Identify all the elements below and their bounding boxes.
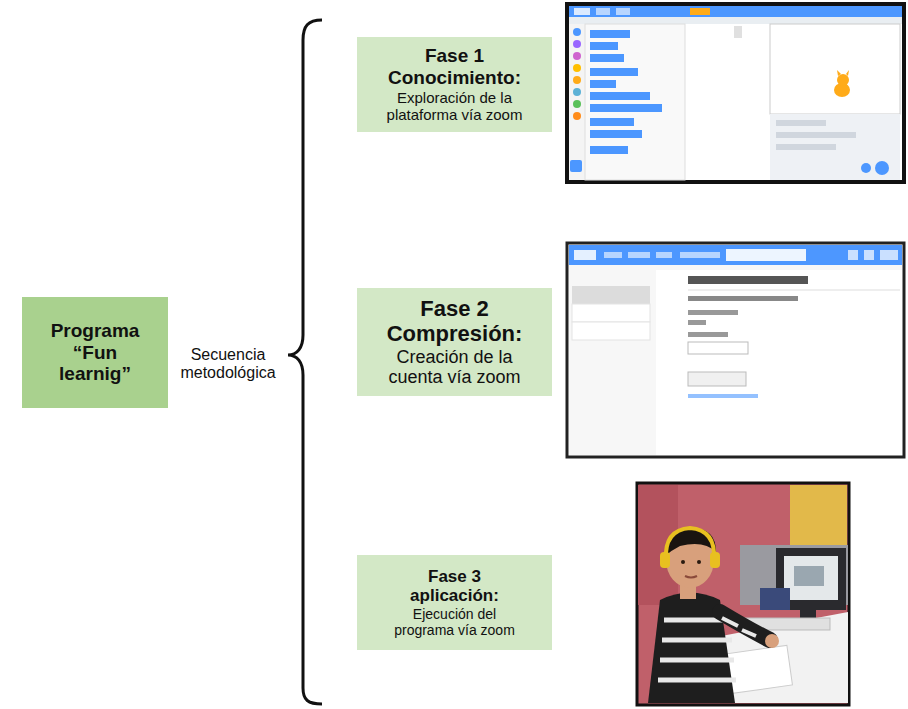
box-heading: Programa “Fun learnig” bbox=[43, 320, 147, 386]
brace-label: Secuencia metodológica bbox=[170, 345, 286, 384]
editor-screenshot-part bbox=[573, 40, 581, 48]
editor-screenshot-part bbox=[590, 92, 650, 100]
editor-screenshot-part bbox=[569, 24, 585, 180]
editor-screenshot-part bbox=[585, 24, 685, 180]
child-photo-part bbox=[658, 620, 736, 680]
editor-screenshot-part bbox=[590, 42, 618, 50]
program-box: Programa “Fun learnig” bbox=[22, 297, 168, 408]
box-heading: Fase 3 aplicación: bbox=[399, 567, 511, 606]
editor-screenshot-part bbox=[837, 70, 849, 76]
settings-screenshot-part bbox=[680, 252, 720, 258]
child-photo-part bbox=[637, 483, 849, 705]
settings-screenshot-part bbox=[688, 310, 738, 315]
editor-screenshot-part bbox=[590, 54, 624, 62]
child-photo-part bbox=[720, 612, 770, 640]
editor-screenshot-part bbox=[569, 6, 902, 17]
box-heading: Fase 1 Conocimiento: bbox=[380, 45, 530, 89]
settings-screenshot-part bbox=[604, 252, 622, 258]
settings-screenshot-part bbox=[567, 243, 904, 457]
curly-brace bbox=[288, 20, 322, 704]
editor-screenshot-part bbox=[567, 4, 904, 182]
editor-screenshot-part bbox=[570, 160, 582, 172]
editor-screenshot-part bbox=[569, 17, 902, 24]
child-photo-part bbox=[790, 485, 847, 545]
child-photo-part bbox=[710, 552, 720, 568]
phase-box: Fase 3 aplicación:Ejecución del programa… bbox=[357, 555, 552, 650]
child-photo-part bbox=[722, 618, 756, 636]
settings-screenshot-part bbox=[628, 252, 650, 258]
editor-screenshot-part bbox=[573, 28, 581, 36]
settings-screenshot-part bbox=[572, 304, 650, 322]
editor-screenshot-part bbox=[573, 76, 581, 84]
child-photo-part bbox=[760, 588, 790, 610]
settings-screenshot-part bbox=[848, 250, 858, 260]
settings-screenshot-part bbox=[572, 286, 650, 304]
editor-screenshot-part bbox=[574, 8, 590, 15]
box-body: Creación de la cuenta vía zoom bbox=[377, 347, 532, 388]
editor-screenshot-part bbox=[573, 52, 581, 60]
child-photo-part bbox=[794, 566, 824, 586]
settings-screenshot-part bbox=[569, 265, 902, 455]
editor-screenshot-part bbox=[573, 64, 581, 72]
settings-screenshot-part bbox=[688, 290, 900, 291]
settings-screenshot-part bbox=[574, 250, 596, 260]
editor-screenshot bbox=[567, 4, 904, 182]
settings-screenshot-part bbox=[726, 249, 806, 261]
editor-screenshot-part bbox=[590, 118, 634, 126]
editor-screenshot-part bbox=[616, 8, 630, 15]
editor-screenshot-part bbox=[590, 130, 642, 138]
editor-screenshot-part bbox=[596, 8, 610, 15]
editor-screenshot-part bbox=[776, 144, 836, 150]
settings-screenshot-part bbox=[656, 270, 902, 455]
settings-screenshot-part bbox=[880, 250, 898, 260]
settings-screenshot-part bbox=[864, 250, 874, 260]
settings-screenshot bbox=[567, 243, 904, 457]
editor-screenshot-part bbox=[770, 24, 900, 114]
editor-screenshot-part bbox=[734, 26, 742, 38]
editor-screenshot-part bbox=[776, 120, 826, 126]
child-photo-part bbox=[666, 528, 714, 560]
editor-screenshot-part bbox=[875, 161, 889, 175]
settings-screenshot-part bbox=[688, 372, 746, 386]
settings-screenshot-part bbox=[656, 252, 672, 258]
editor-screenshot-part bbox=[770, 114, 900, 180]
child-photo-part bbox=[765, 634, 779, 648]
editor-screenshot-part bbox=[690, 8, 710, 15]
child-photo-part bbox=[784, 556, 838, 600]
child-photo-part bbox=[665, 528, 716, 556]
box-body: Exploración de la plataforma vía zoom bbox=[371, 89, 539, 124]
phase-box: Fase 2 Compresión:Creación de la cuenta … bbox=[357, 288, 552, 396]
settings-screenshot-part bbox=[688, 276, 808, 284]
settings-screenshot-part bbox=[688, 332, 728, 337]
editor-screenshot-part bbox=[573, 100, 581, 108]
child-photo bbox=[637, 483, 849, 705]
editor-screenshot-part bbox=[573, 88, 581, 96]
box-body: Ejecución del programa vía zoom bbox=[389, 606, 521, 638]
settings-screenshot-part bbox=[688, 342, 748, 354]
editor-screenshot-part bbox=[590, 146, 628, 154]
settings-screenshot-part bbox=[688, 296, 798, 301]
settings-screenshot-part bbox=[688, 394, 758, 398]
settings-screenshot-part bbox=[688, 320, 706, 325]
settings-screenshot-part bbox=[572, 322, 650, 340]
box-heading: Fase 2 Compresión: bbox=[375, 296, 535, 347]
editor-screenshot-part bbox=[837, 74, 849, 86]
editor-screenshot-part bbox=[776, 132, 856, 138]
settings-screenshot-part bbox=[569, 245, 902, 265]
editor-screenshot-part bbox=[590, 80, 616, 88]
editor-screenshot-part bbox=[861, 163, 871, 173]
curly-brace bbox=[288, 20, 322, 704]
child-photo-part bbox=[660, 552, 670, 568]
editor-screenshot-part bbox=[573, 112, 581, 120]
child-photo-part bbox=[685, 576, 697, 578]
child-photo-part bbox=[697, 560, 701, 564]
editor-screenshot-part bbox=[590, 30, 630, 38]
editor-screenshot-part bbox=[590, 68, 638, 76]
child-photo-part bbox=[681, 560, 685, 564]
editor-screenshot-part bbox=[590, 104, 662, 112]
phase-box: Fase 1 Conocimiento:Exploración de la pl… bbox=[357, 37, 552, 132]
